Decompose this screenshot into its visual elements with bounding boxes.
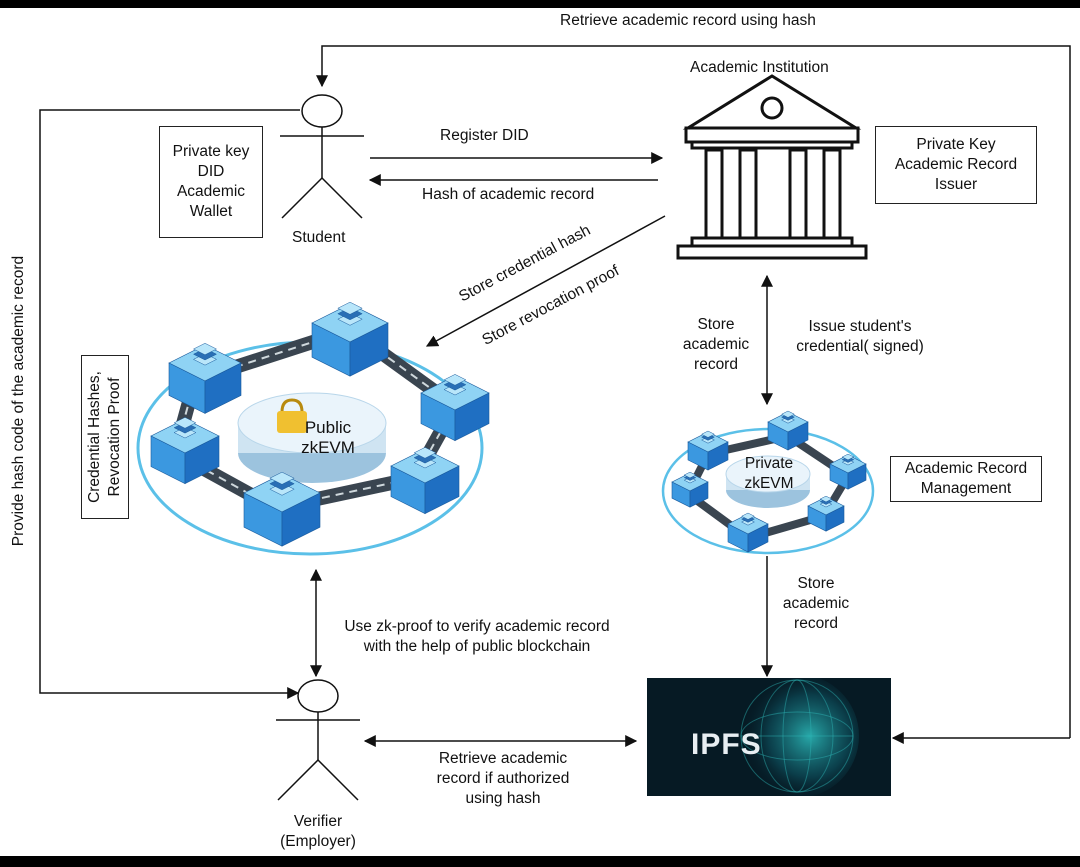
private-side-box: Academic Record Management <box>890 456 1042 502</box>
zk-verify-label: Use zk-proof to verify academic record w… <box>322 617 632 657</box>
label-line: record <box>794 615 838 632</box>
store-record-label: Store academic record <box>670 315 762 375</box>
label-line: with the help of public blockchain <box>363 638 591 655</box>
diagram-canvas: IPFS Retrieve academic record using hash… <box>0 8 1080 856</box>
institution-title: Academic Institution <box>690 59 829 76</box>
label-line: Store <box>697 316 735 333</box>
public-side-box: Credential Hashes, Revocation Proof <box>81 355 129 519</box>
node-cube-icon <box>687 430 729 471</box>
retrieve-auth-label: Retrieve academic record if authorized u… <box>420 749 586 809</box>
connector-layer <box>39 45 1071 801</box>
node-cube-icon <box>390 447 460 515</box>
keybox-line: Issuer <box>934 176 978 193</box>
label-line: credential( signed) <box>796 338 924 355</box>
verifier-figure <box>276 679 360 801</box>
top-retrieve-label: Retrieve academic record using hash <box>560 12 816 29</box>
label-line: Issue student's <box>808 318 912 335</box>
node-cube-icon <box>671 471 709 508</box>
keybox-line: Academic Record <box>894 156 1018 173</box>
label-line: (Employer) <box>280 833 356 850</box>
node-cube-icon <box>168 342 242 414</box>
issue-cred-label: Issue student's credential( signed) <box>780 317 940 357</box>
node-cube-icon <box>243 471 321 547</box>
label-line: Use zk-proof to verify academic record <box>344 618 610 635</box>
side-box-line: Academic Record <box>904 460 1028 477</box>
arrow-provide-hash <box>39 109 300 699</box>
student-figure <box>280 94 364 219</box>
label-line: record <box>694 356 738 373</box>
label-line: academic <box>782 595 850 612</box>
label-line: Store <box>797 575 835 592</box>
node-cube-icon <box>807 495 845 532</box>
node-cube-icon <box>420 374 490 442</box>
lock-icon <box>277 398 307 433</box>
store-record2-label: Store academic record <box>770 574 862 634</box>
keybox-line: Private Key <box>916 136 996 153</box>
node-cube-icon <box>311 301 389 377</box>
institution-keybox: Private Key Academic Record Issuer <box>875 126 1037 204</box>
keybox-line: Wallet <box>189 203 233 220</box>
provide-hash-label: Provide hash code of the academic record <box>10 255 27 547</box>
node-cube-icon <box>150 417 220 485</box>
ipfs-panel: IPFS <box>647 678 891 796</box>
arrow-retrieve-top <box>316 45 1071 738</box>
verifier-label: Verifier (Employer) <box>268 812 368 852</box>
register-did-label: Register DID <box>440 127 529 144</box>
student-keybox: Private key DID Academic Wallet <box>159 126 263 238</box>
label-line: using hash <box>465 790 541 807</box>
keybox-line: Academic <box>176 183 246 200</box>
label-line: zkEVM <box>301 438 355 457</box>
keybox-line: DID <box>197 163 225 180</box>
side-box-line: Management <box>920 480 1012 497</box>
node-cube-icon <box>727 512 769 553</box>
public-zkevm-label: Public zkEVM <box>292 418 364 458</box>
label-line: Public <box>304 418 352 437</box>
label-line: Private <box>744 455 794 472</box>
student-label: Student <box>292 229 346 246</box>
label-line: zkEVM <box>744 475 794 492</box>
node-cube-icon <box>767 410 809 451</box>
private-zkevm-label: Private zkEVM <box>734 454 804 494</box>
label-line: academic <box>682 336 750 353</box>
globe-graphic <box>647 678 891 796</box>
institution-building-icon <box>676 74 868 260</box>
side-box-line: Credential Hashes, <box>86 371 103 503</box>
label-line: Retrieve academic <box>438 750 568 767</box>
label-line: Verifier <box>293 813 343 830</box>
hash-record-label: Hash of academic record <box>422 186 595 203</box>
arrow-store-cred <box>425 215 666 347</box>
label-line: record if authorized <box>436 770 570 787</box>
keybox-line: Private key <box>172 143 250 160</box>
side-box-line: Revocation Proof <box>106 377 123 497</box>
node-cube-icon <box>829 453 867 490</box>
ipfs-logo-text: IPFS <box>691 728 762 761</box>
